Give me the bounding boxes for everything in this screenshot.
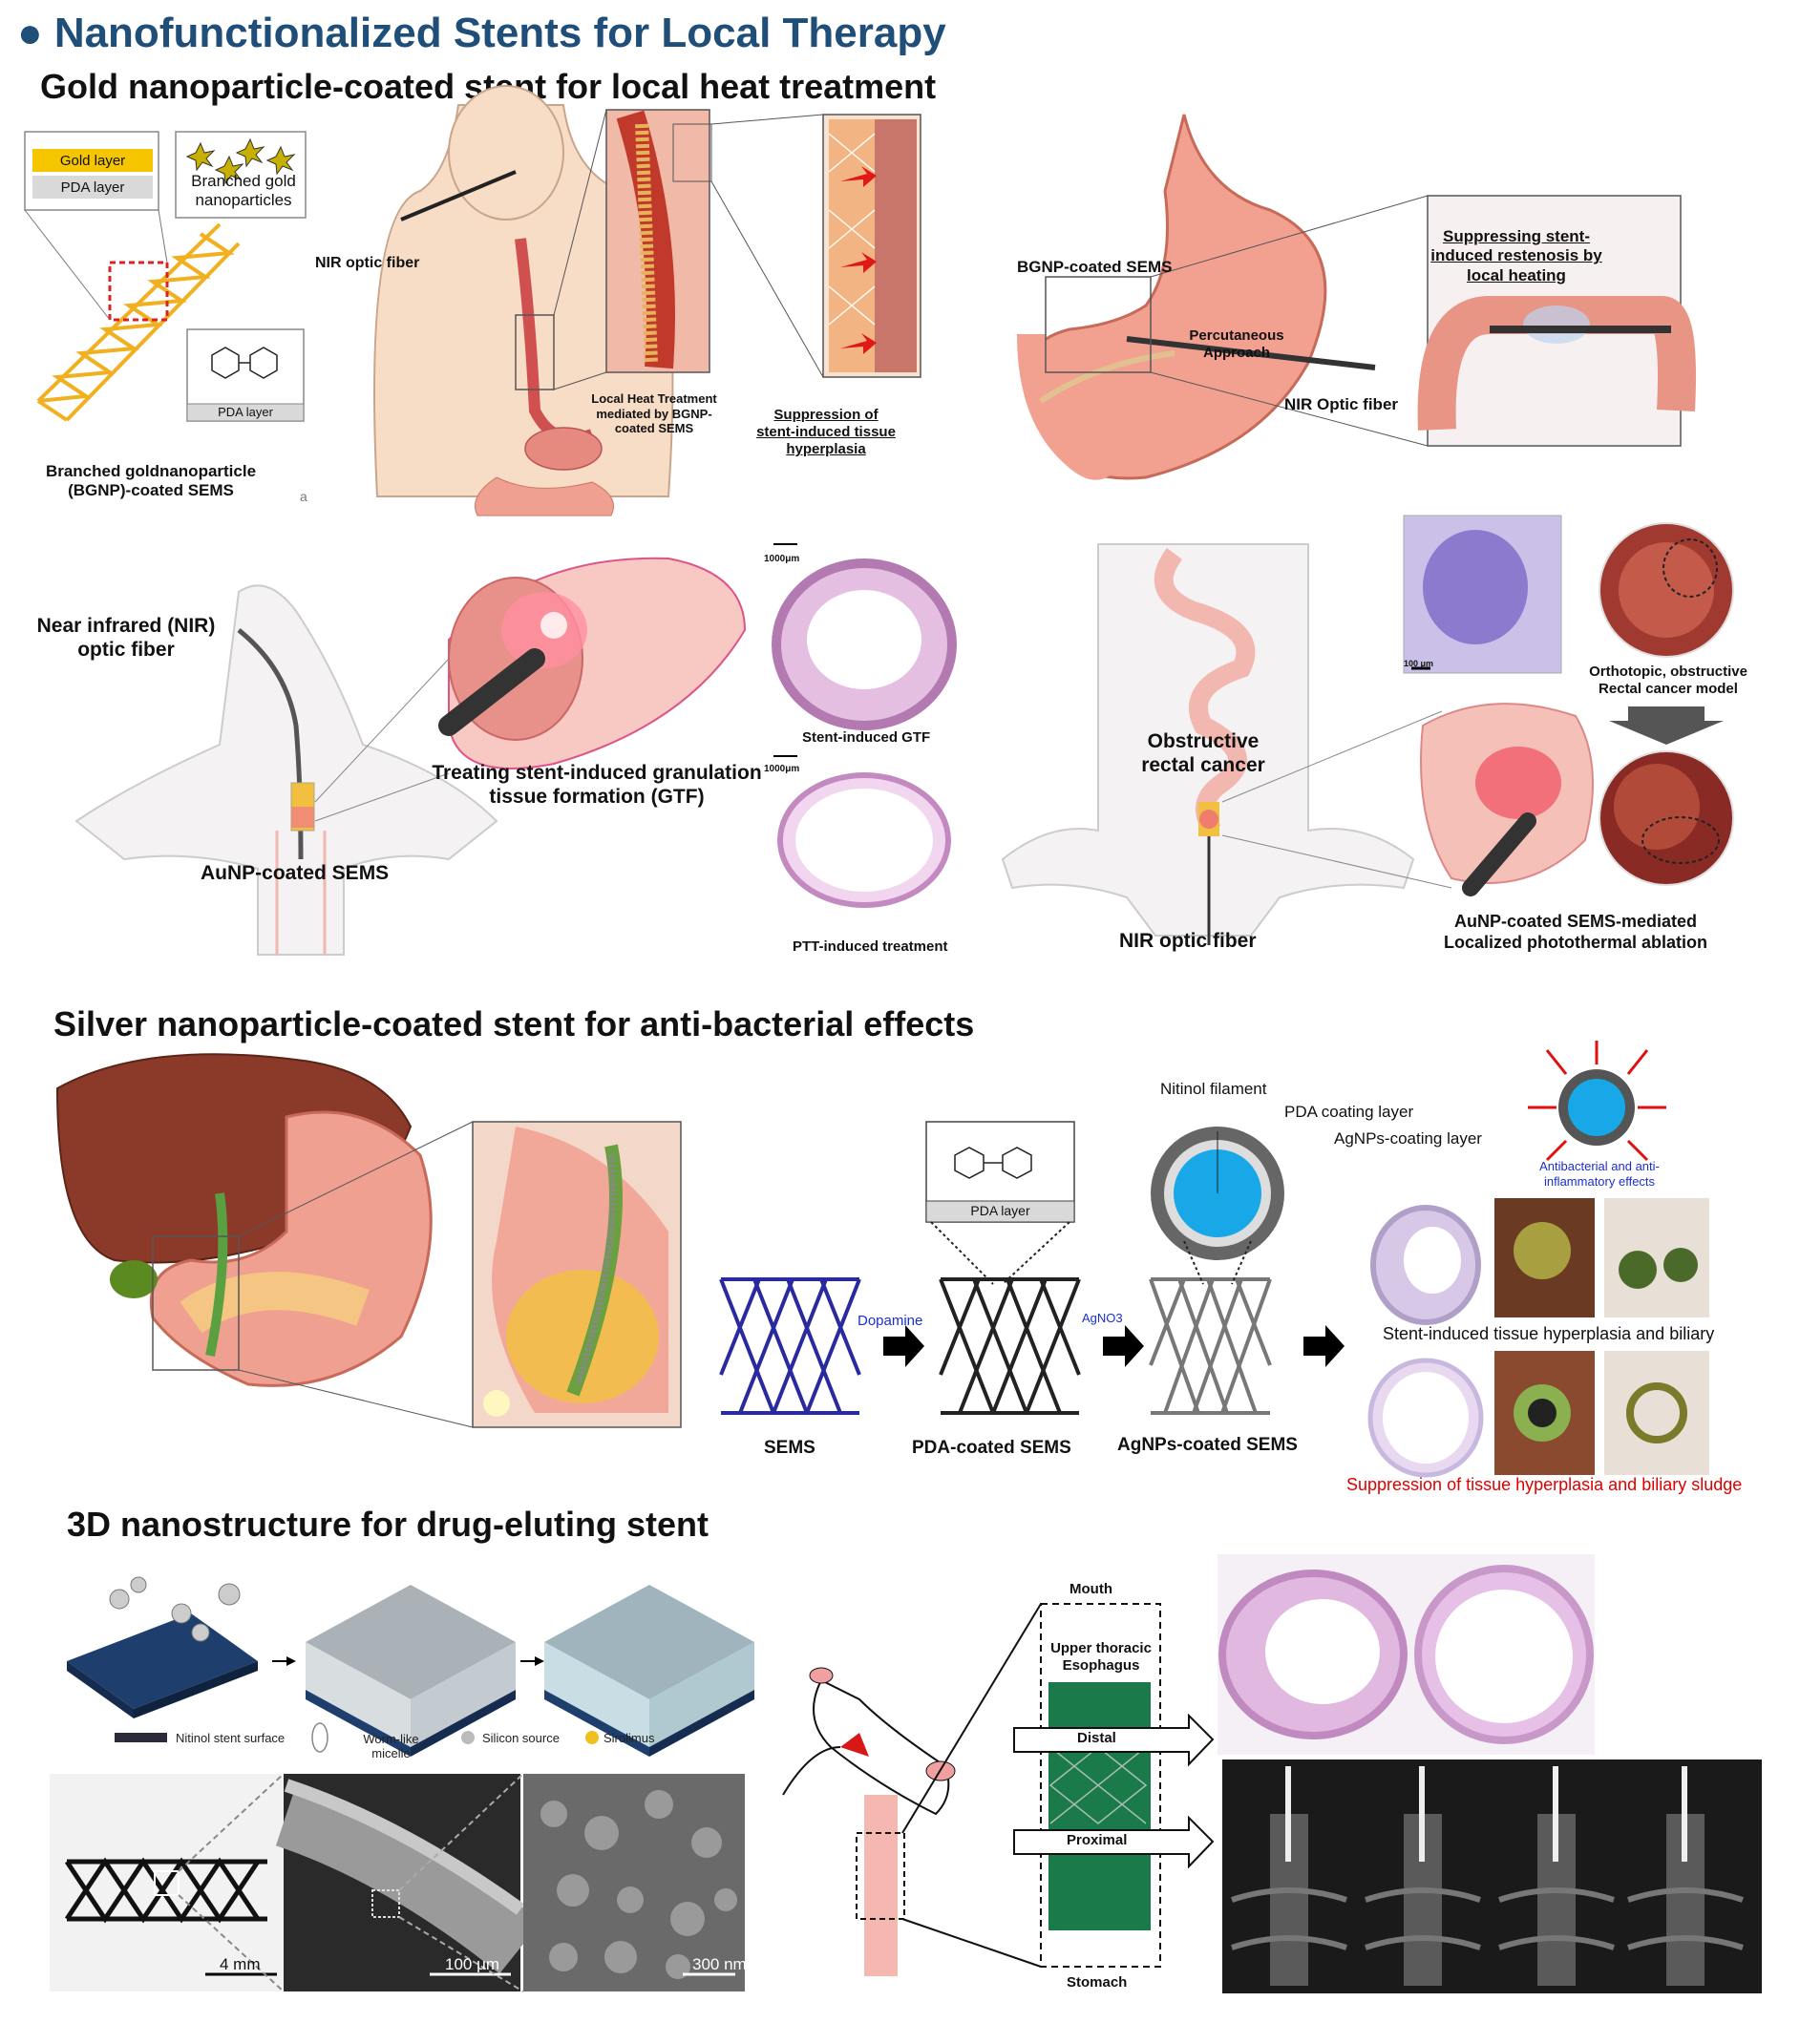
- ptt-label: PTT-induced treatment: [793, 938, 948, 955]
- proximal-label: Proximal: [1067, 1832, 1128, 1848]
- nir-optic-fiber-label: Near infrared (NIR) optic fiber: [36, 615, 216, 662]
- scale-4mm: 4 mm: [220, 1955, 261, 1973]
- orthotopic-label: Orthotopic, obstructive Rectal cancer mo…: [1589, 664, 1747, 697]
- legend-nitinol: Nitinol stent surface: [176, 1731, 286, 1745]
- legend-worm: Worm-like micelle: [363, 1732, 419, 1760]
- agnps-coating-label: AgNPs-coating layer: [1334, 1129, 1482, 1148]
- bgnp-caption: Branched goldnanoparticle (BGNP)-coated …: [45, 462, 257, 500]
- scale-300nm: 300 nm: [692, 1955, 747, 1973]
- dopamine-label: Dopamine: [858, 1313, 923, 1329]
- percutaneous-label: Percutaneous Approach: [1189, 327, 1284, 361]
- pda-box-label: PDA layer: [218, 405, 273, 419]
- scale-100um: 100 μm: [1404, 659, 1434, 668]
- legend-sirolimus: Sirolimus: [604, 1731, 655, 1745]
- distal-label: Distal: [1077, 1730, 1116, 1746]
- gtf-label: Stent-induced GTF: [802, 729, 931, 746]
- pda-layer-silver: PDA layer: [970, 1203, 1030, 1218]
- scale-1000um-top: 1000μm: [764, 554, 800, 564]
- legend-silicon: Silicon source: [482, 1731, 560, 1745]
- local-heat-label: Local Heat Treatment mediated by BGNP-co…: [591, 391, 717, 436]
- upper-esophagus-label: Upper thoracic Esophagus: [1050, 1640, 1152, 1674]
- pda-sems-label: PDA-coated SEMS: [912, 1438, 1071, 1458]
- gold-layer-label: Gold layer: [59, 153, 126, 169]
- suppression-label: Suppression of stent-induced tissue hype…: [756, 407, 896, 457]
- antibacterial-label: Antibacterial and anti-inflammatory effe…: [1539, 1159, 1660, 1189]
- sems-label: SEMS: [764, 1438, 815, 1458]
- section-silver-title: Silver nanoparticle-coated stent for ant…: [53, 1004, 975, 1043]
- nir-optic-rectal-label: NIR optic fiber: [1119, 930, 1257, 952]
- scale-100um-sem: 100 μm: [445, 1955, 500, 1973]
- nir-fiber-label: NIR optic fiber: [315, 255, 420, 271]
- nir-optic-label: NIR Optic fiber: [1284, 395, 1399, 413]
- stent-induced-label: Stent-induced tissue hyperplasia and bil…: [1383, 1324, 1715, 1343]
- section-drug-title: 3D nanostructure for drug-eluting stent: [67, 1505, 709, 1544]
- pda-layer-label: PDA layer: [60, 179, 125, 196]
- nitinol-label: Nitinol filament: [1160, 1080, 1267, 1098]
- mouth-label: Mouth: [1069, 1581, 1112, 1597]
- title-bullet: ●: [17, 10, 43, 56]
- treating-gtf-label: Treating stent-induced granulation tissu…: [432, 762, 762, 809]
- aunp-sems-label: AuNP-coated SEMS: [201, 862, 390, 884]
- agno3-label: AgNO3: [1082, 1311, 1123, 1325]
- obstructive-label: Obstructive rectal cancer: [1141, 730, 1265, 777]
- aunp-mediated-label: AuNP-coated SEMS-mediated Localized phot…: [1443, 912, 1708, 952]
- branched-gold-label: Branched gold nanoparticles: [191, 172, 296, 210]
- pda-coating-label: PDA coating layer: [1284, 1103, 1414, 1121]
- agnps-sems-label: AgNPs-coated SEMS: [1117, 1435, 1298, 1455]
- bgnp-sems-label: BGNP-coated SEMS: [1017, 258, 1173, 276]
- suppressing-label: Suppressing stent-induced restenosis by …: [1430, 227, 1602, 284]
- stray-mark: a: [300, 489, 307, 504]
- page-title: ● Nanofunctionalized Stents for Local Th…: [17, 10, 946, 57]
- scale-1000um-bottom: 1000μm: [764, 764, 800, 774]
- stomach-label: Stomach: [1067, 1974, 1128, 1991]
- title-text: Nanofunctionalized Stents for Local Ther…: [53, 10, 946, 56]
- suppression-silver-label: Suppression of tissue hyperplasia and bi…: [1346, 1475, 1743, 1494]
